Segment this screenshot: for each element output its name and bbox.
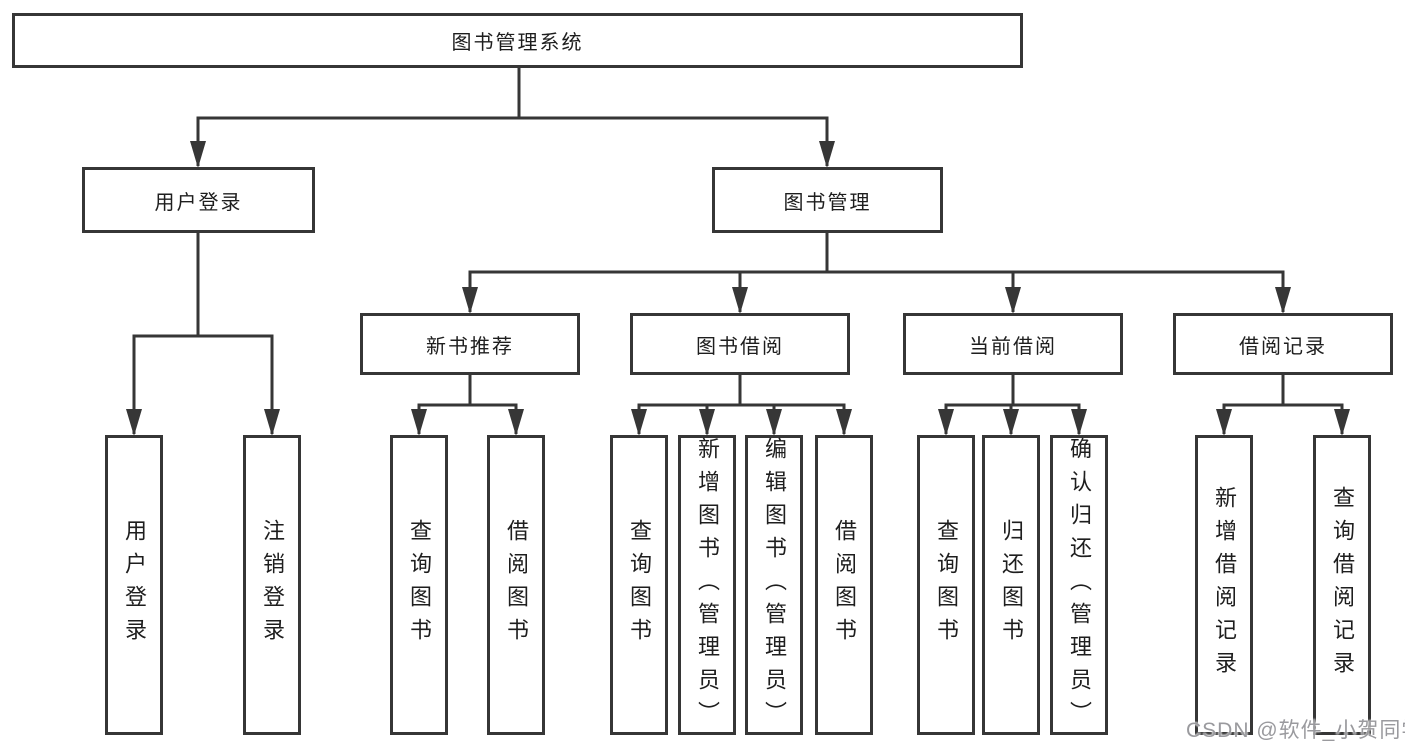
arrowhead-leaf-k — [1071, 409, 1087, 436]
leaf-label: 编辑图书（管理员） — [762, 436, 787, 734]
csdn-watermark: CSDN @软件_小贺同学 — [1186, 719, 1405, 742]
arrowhead-leaf-d — [508, 409, 524, 436]
leaf-add-borrow-record: 新增借阅记录 — [1195, 435, 1253, 735]
leaf-borrow-books-recommend: 借阅图书 — [487, 435, 545, 735]
arrowhead-records-box — [1275, 287, 1291, 314]
arrowhead-leaf-h — [836, 409, 852, 436]
leaf-label: 查询图书 — [627, 519, 652, 651]
leaf-logout: 注销登录 — [243, 435, 301, 735]
leaf-label: 查询图书 — [934, 519, 959, 651]
connector-records-bus — [1222, 403, 1344, 434]
node-label: 当前借阅 — [969, 335, 1057, 358]
leaf-edit-books-admin: 编辑图书（管理员） — [745, 435, 803, 735]
leaf-label: 注销登录 — [260, 519, 285, 651]
leaf-return-books: 归还图书 — [982, 435, 1040, 735]
node-new-book-recommend: 新书推荐 — [360, 313, 580, 375]
node-label: 借阅记录 — [1239, 335, 1327, 358]
arrowhead-leaf-e — [631, 409, 647, 436]
leaf-label: 用户登录 — [122, 519, 147, 651]
connector-level3-bus — [468, 270, 1285, 312]
node-label: 图书管理系统 — [451, 32, 584, 54]
connector-newrec-bus — [417, 403, 518, 434]
arrowhead-leaf-f — [699, 409, 715, 436]
leaf-confirm-return-admin: 确认归还（管理员） — [1050, 435, 1108, 735]
leaf-label: 新增图书（管理员） — [695, 436, 720, 734]
node-borrowing-records: 借阅记录 — [1173, 313, 1393, 375]
leaf-query-books-borrowing: 查询图书 — [610, 435, 668, 735]
leaf-query-books-recommend: 查询图书 — [390, 435, 448, 735]
node-label: 图书借阅 — [696, 335, 784, 358]
arrowhead-leaf-a — [126, 409, 142, 436]
leaf-add-books-admin: 新增图书（管理员） — [678, 435, 736, 735]
node-book-management: 图书管理 — [712, 167, 943, 233]
arrowhead-leaf-i — [938, 409, 954, 436]
arrowhead-user-login-box — [190, 141, 206, 168]
leaf-query-borrow-record: 查询借阅记录 — [1313, 435, 1371, 735]
leaf-label: 借阅图书 — [832, 519, 857, 651]
connector-level2-bus — [196, 116, 829, 166]
arrowhead-borrow-box — [732, 287, 748, 314]
arrowhead-leaf-c — [411, 409, 427, 436]
leaf-label: 归还图书 — [999, 519, 1024, 651]
node-label: 新书推荐 — [426, 335, 514, 358]
connector-user-login-bus — [132, 334, 274, 434]
arrowhead-current-box — [1005, 287, 1021, 314]
leaf-query-books-current: 查询图书 — [917, 435, 975, 735]
leaf-label: 查询图书 — [407, 519, 432, 651]
node-current-borrowing: 当前借阅 — [903, 313, 1123, 375]
node-book-borrowing: 图书借阅 — [630, 313, 850, 375]
arrowhead-book-mgmt-box — [819, 141, 835, 168]
leaf-borrow-books: 借阅图书 — [815, 435, 873, 735]
node-library-management-system: 图书管理系统 — [12, 13, 1023, 68]
node-user-login: 用户登录 — [82, 167, 315, 233]
arrowhead-leaf-l — [1216, 409, 1232, 436]
node-label: 用户登录 — [154, 191, 243, 214]
leaf-user-login: 用户登录 — [105, 435, 163, 735]
arrowhead-leaf-m — [1334, 409, 1350, 436]
arrowhead-leaf-g — [766, 409, 782, 436]
arrowhead-leaf-b — [264, 409, 280, 436]
leaf-label: 查询借阅记录 — [1330, 486, 1355, 684]
arrowhead-leaf-j — [1003, 409, 1019, 436]
leaf-label: 借阅图书 — [504, 519, 529, 651]
leaf-label: 新增借阅记录 — [1212, 486, 1237, 684]
leaf-label: 确认归还（管理员） — [1067, 436, 1092, 734]
arrowhead-newrec-box — [462, 287, 478, 314]
connector-borrow-bus — [637, 403, 846, 434]
node-label: 图书管理 — [783, 191, 872, 214]
